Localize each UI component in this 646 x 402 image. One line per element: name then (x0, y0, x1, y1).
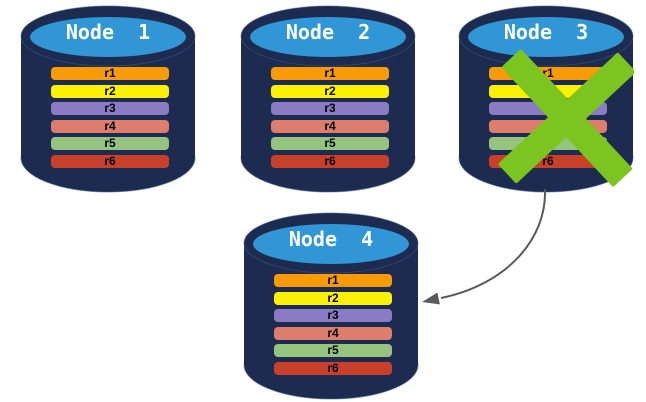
replica-label: r5 (327, 343, 339, 357)
node-2: Node 2 r1 r2 r3 r4 r5 r6 (240, 4, 416, 193)
replica-stack: r1 r2 r3 r4 r5 r6 (51, 67, 169, 168)
replica-label: r1 (324, 66, 336, 80)
replica-label: r4 (324, 118, 336, 133)
node-4: Node 4 r1 r2 r3 r4 r5 r6 (243, 211, 419, 400)
replica-label: r3 (104, 101, 116, 115)
replica-bar-r5: r5 (274, 344, 392, 357)
cylinder-top-face (30, 17, 186, 57)
replica-label: r6 (104, 153, 116, 168)
replica-label: r3 (324, 101, 336, 115)
replica-label: r2 (327, 290, 339, 305)
replica-label: r3 (542, 101, 554, 115)
replica-bar-r4: r4 (274, 325, 392, 340)
replica-label: r4 (542, 118, 554, 133)
replica-bar-r5: r5 (271, 137, 389, 150)
replica-label: r2 (104, 83, 116, 98)
replica-label: r4 (104, 118, 116, 133)
replica-label: r1 (104, 66, 116, 80)
replica-bar-r4: r4 (51, 118, 169, 133)
replica-label: r2 (324, 83, 336, 98)
replica-stack: r1 r2 r3 r4 r5 r6 (274, 274, 392, 375)
replica-bar-r4: r4 (489, 118, 607, 133)
node-1: Node 1 r1 r2 r3 r4 r5 r6 (20, 4, 196, 193)
replica-bar-r3: r3 (274, 309, 392, 322)
arrow-head (422, 292, 440, 305)
cylinder-top-face (250, 17, 406, 57)
replica-label: r5 (104, 136, 116, 150)
replica-bar-r1: r1 (274, 274, 392, 287)
replica-label: r3 (327, 308, 339, 322)
node-title: Node 3 (503, 20, 589, 44)
node-title: Node 2 (285, 20, 371, 44)
replica-bar-r1: r1 (51, 67, 169, 80)
replica-bar-r5: r5 (51, 137, 169, 150)
replica-bar-r6: r6 (489, 153, 607, 168)
replica-stack: r1 r2 r3 r4 r5 r6 (489, 67, 607, 168)
node-3: Node 3 r1 r2 r3 r4 r5 r6 (458, 4, 634, 193)
replica-label: r1 (542, 66, 554, 80)
replica-bar-r2: r2 (271, 83, 389, 98)
replica-label: r6 (327, 360, 339, 375)
replica-bar-r2: r2 (274, 290, 392, 305)
replica-bar-r3: r3 (271, 102, 389, 115)
replica-label: r5 (324, 136, 336, 150)
replica-bar-r1: r1 (271, 67, 389, 80)
arrow-curve (440, 188, 547, 299)
replica-bar-r6: r6 (271, 153, 389, 168)
replica-bar-r6: r6 (274, 360, 392, 375)
replica-bar-r3: r3 (51, 102, 169, 115)
cylinder-top-face (253, 224, 409, 264)
cylinder-top-face (468, 17, 624, 57)
replica-stack: r1 r2 r3 r4 r5 r6 (271, 67, 389, 168)
replica-label: r2 (542, 83, 554, 98)
replica-label: r1 (327, 273, 339, 287)
replica-bar-r4: r4 (271, 118, 389, 133)
replica-bar-r6: r6 (51, 153, 169, 168)
replica-label: r5 (542, 136, 554, 150)
replica-bar-r1: r1 (489, 67, 607, 80)
replica-bar-r2: r2 (51, 83, 169, 98)
replica-bar-r2: r2 (489, 83, 607, 98)
replica-label: r6 (542, 153, 554, 168)
replica-label: r6 (324, 153, 336, 168)
replica-label: r4 (327, 325, 339, 340)
node-title: Node 1 (65, 20, 151, 44)
replica-bar-r5: r5 (489, 137, 607, 150)
replica-bar-r3: r3 (489, 102, 607, 115)
node-title: Node 4 (288, 227, 374, 251)
